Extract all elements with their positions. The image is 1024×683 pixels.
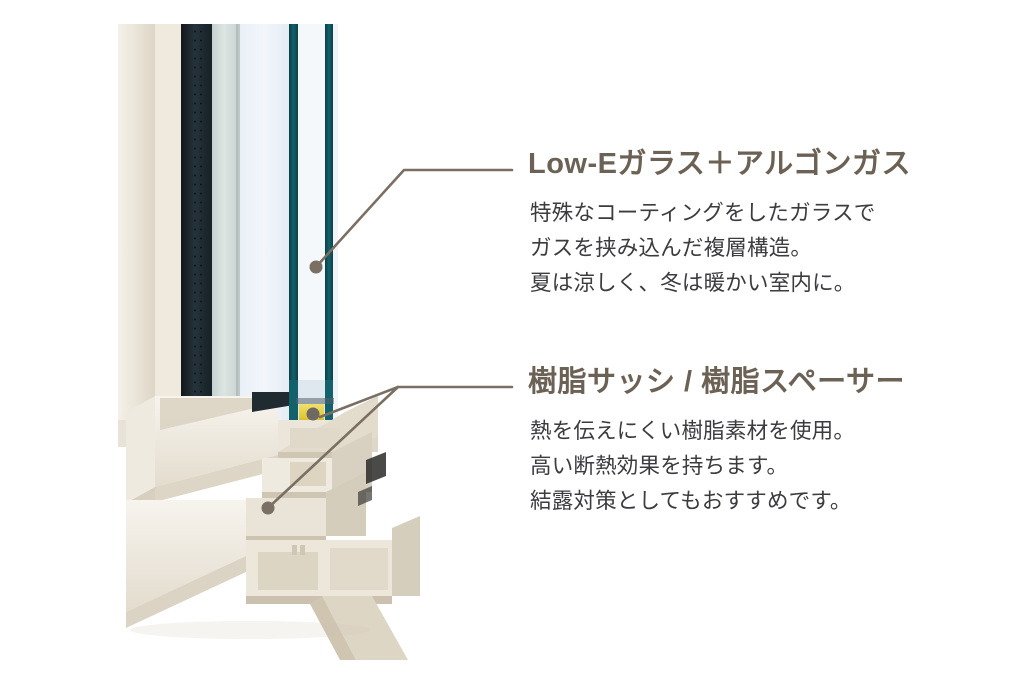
callout-glass-heading: Low-Eガラス＋アルゴンガス — [528, 148, 912, 180]
outer-glass-pane — [325, 24, 333, 420]
sash-rail-left-return — [126, 396, 155, 503]
leader-lines — [266, 168, 514, 510]
spacer-seal-top — [296, 398, 334, 404]
hollow-chamber-b — [290, 428, 340, 448]
sill-front-lip — [126, 556, 246, 628]
glazing-bead-line — [160, 398, 272, 430]
callout-resin-body-line-3: 結露対策としてもおすすめです。 — [530, 488, 852, 513]
chamber-wall-2-edge — [262, 492, 332, 498]
leader-dots — [261, 260, 323, 515]
sill-support-fin — [322, 596, 408, 660]
leader-dot-sash — [261, 501, 275, 515]
sill-top-surface — [126, 500, 246, 612]
callout-low-e-glass: Low-Eガラス＋アルゴンガス 特殊なコーティングをしたガラスで ガスを挟み込ん… — [528, 146, 911, 301]
inner-glass-edge — [236, 24, 240, 420]
sash-body — [118, 380, 420, 660]
chamber-wall-3 — [246, 498, 326, 536]
outer-glass-cavity — [298, 24, 325, 420]
glazing-channel — [252, 392, 300, 412]
window-cross-section-illustration — [118, 24, 514, 660]
leader-line-glass — [314, 168, 514, 269]
leader-line-sash — [266, 385, 400, 510]
low-e-glass-pane — [289, 24, 298, 420]
ground-shadow — [130, 621, 370, 639]
sash-upper-rail-edge — [155, 455, 278, 502]
callout-resin-body-line-2: 高い断熱効果を持ちます。 — [530, 454, 789, 479]
callout-resin-body-line-1: 熱を伝えにくい樹脂素材を使用。 — [530, 419, 856, 444]
glass-outer-highlight — [333, 24, 338, 420]
outer-sash-return — [155, 24, 181, 420]
sill-rib-1 — [292, 545, 297, 555]
sill-void-1 — [258, 552, 318, 590]
low-e-pane-lower — [289, 380, 298, 420]
callout-glass-body-line-1: 特殊なコーティングをしたガラスで — [530, 201, 876, 226]
leader-dot-glass — [309, 260, 323, 274]
inner-glass-pane — [212, 24, 238, 420]
callout-resin-body: 熱を伝えにくい樹脂素材を使用。 高い断熱効果を持ちます。 結露対策としてもおすす… — [530, 414, 905, 518]
callout-glass-body-line-2: ガスを挟み込んだ複層構造。 — [530, 236, 813, 261]
sill-void-2 — [330, 548, 388, 590]
argon-gas-cavity — [240, 24, 289, 420]
callout-resin-heading: 樹脂サッシ / 樹脂スペーサー — [528, 366, 906, 398]
sill-support-fin-shadow — [310, 596, 356, 660]
hardware-notch-2 — [358, 486, 372, 506]
callout-glass-body: 特殊なコーティングをしたガラスで ガスを挟み込んだ複層構造。 夏は涼しく、冬は暖… — [530, 196, 911, 300]
leader-dot-spacer — [306, 407, 320, 421]
sill-rib-2 — [300, 545, 305, 555]
glazing-stack — [118, 24, 338, 420]
callout-resin-sash: 樹脂サッシ / 樹脂スペーサー 熱を伝えにくい樹脂素材を使用。 高い断熱効果を持… — [528, 364, 905, 519]
hardware-notch — [366, 452, 386, 484]
outer-sash-face — [118, 24, 155, 420]
callout-glass-body-line-3: 夏は涼しく、冬は暖かい室内に。 — [530, 270, 856, 295]
sill-right-side — [392, 516, 420, 596]
glazing-bead-texture — [190, 24, 202, 420]
chamber-side-3 — [326, 472, 366, 536]
